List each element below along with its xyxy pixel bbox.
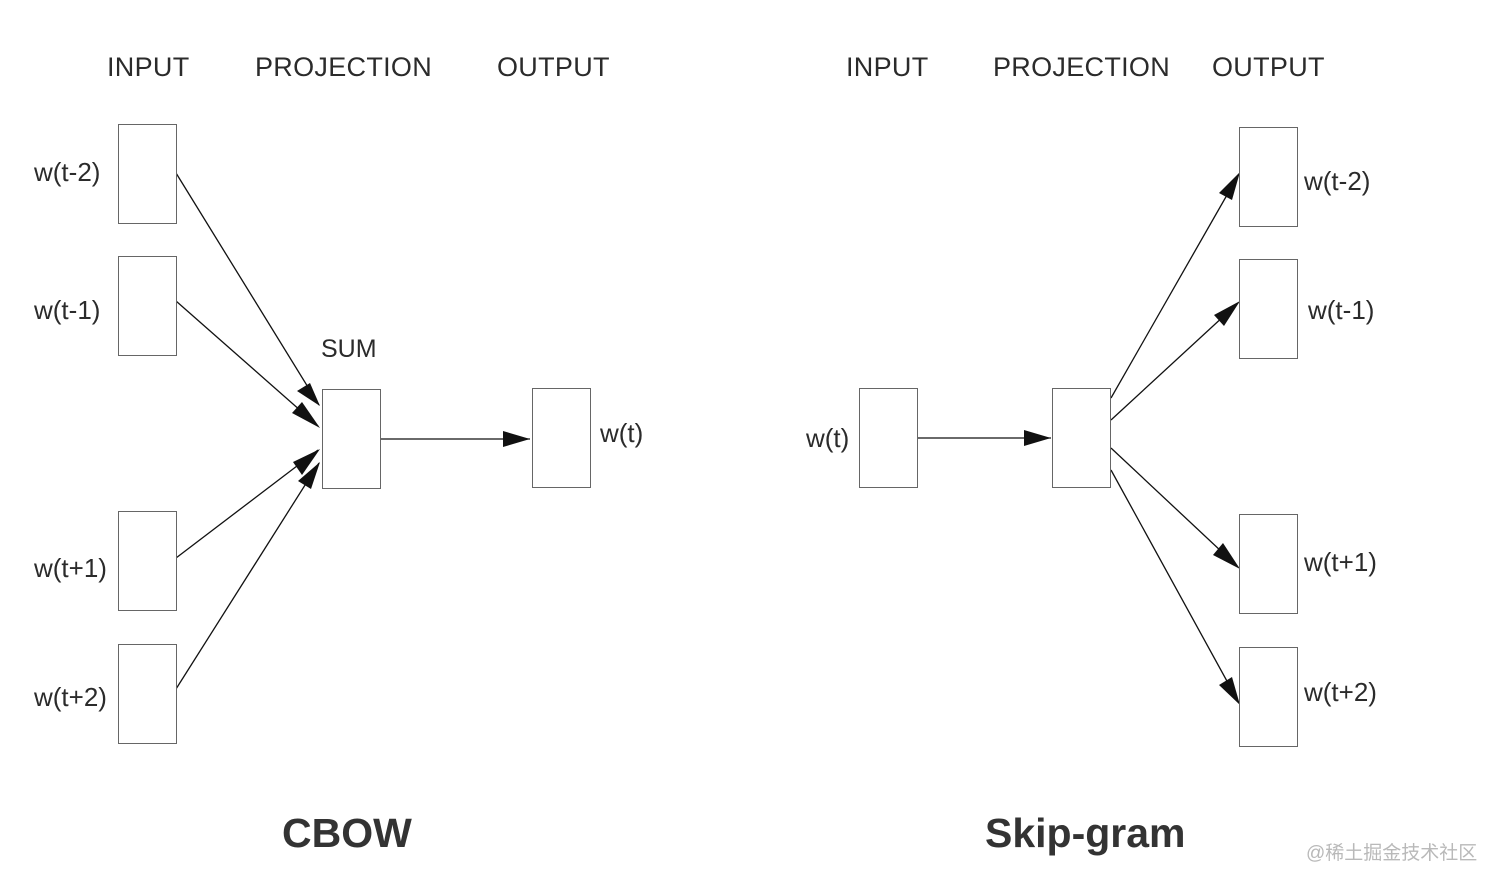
cbow-input-label-t-2: w(t-2) bbox=[34, 157, 101, 187]
skipgram-projection-box bbox=[1052, 388, 1111, 488]
skipgram-input-label: w(t) bbox=[806, 423, 850, 453]
skipgram-arrow-t+2 bbox=[1110, 469, 1240, 704]
cbow-arrowhead-t+1 bbox=[293, 449, 320, 475]
skipgram-output-box-t-1 bbox=[1239, 259, 1298, 359]
skipgram-output-box-t+1 bbox=[1239, 514, 1298, 614]
skipgram-projection-header: PROJECTION bbox=[993, 52, 1171, 82]
skipgram-output-box-t+2 bbox=[1239, 647, 1298, 747]
skipgram-arrowhead-t+2 bbox=[1219, 677, 1240, 705]
cbow-arrowhead-t-2 bbox=[297, 383, 320, 406]
cbow-input-label-t+1: w(t+1) bbox=[34, 553, 107, 583]
cbow-input-box-t+1 bbox=[118, 511, 177, 611]
cbow-output-box bbox=[532, 388, 591, 488]
cbow-input-label-t-1: w(t-1) bbox=[34, 295, 101, 325]
skipgram-arrowhead-t-2 bbox=[1219, 172, 1240, 200]
cbow-arrow-t+1 bbox=[175, 449, 319, 559]
cbow-arrow-t-2 bbox=[175, 172, 320, 406]
cbow-output-header: OUTPUT bbox=[497, 52, 610, 82]
cbow-arrowhead-t-1 bbox=[292, 402, 320, 428]
skipgram-output-header: OUTPUT bbox=[1212, 52, 1325, 82]
cbow-sum-label: SUM bbox=[321, 335, 377, 363]
cbow-input-header: INPUT bbox=[107, 52, 190, 82]
cbow-arrow-t-1 bbox=[175, 300, 319, 427]
skipgram-output-label-t-1: w(t-1) bbox=[1308, 295, 1375, 325]
skipgram-arrowhead-t-1 bbox=[1214, 301, 1240, 326]
skipgram-input-header: INPUT bbox=[846, 52, 929, 82]
cbow-input-box-t-2 bbox=[118, 124, 177, 224]
cbow-title: CBOW bbox=[282, 810, 412, 856]
skipgram-title: Skip-gram bbox=[985, 810, 1186, 856]
skipgram-output-box-t-2 bbox=[1239, 127, 1298, 227]
skipgram-arrow-t+1 bbox=[1110, 447, 1239, 568]
skipgram-output-label-t+2: w(t+2) bbox=[1304, 677, 1377, 707]
cbow-input-label-t+2: w(t+2) bbox=[34, 682, 107, 712]
cbow-projection-box bbox=[322, 389, 381, 489]
cbow-input-box-t-1 bbox=[118, 256, 177, 356]
cbow-arrow-t+2 bbox=[175, 462, 320, 690]
skipgram-output-label-t+1: w(t+1) bbox=[1304, 547, 1377, 577]
skipgram-arrow-t-2 bbox=[1110, 173, 1240, 399]
skipgram-arrowhead-input-projection bbox=[1024, 430, 1051, 446]
skipgram-arrowhead-t+1 bbox=[1213, 543, 1240, 569]
skipgram-output-label-t-2: w(t-2) bbox=[1304, 166, 1371, 196]
cbow-output-label: w(t) bbox=[600, 418, 644, 448]
cbow-projection-header: PROJECTION bbox=[255, 52, 433, 82]
skipgram-arrow-t-1 bbox=[1110, 302, 1239, 421]
cbow-arrowhead-projection-output bbox=[503, 431, 530, 447]
cbow-input-box-t+2 bbox=[118, 644, 177, 744]
skipgram-input-box bbox=[859, 388, 918, 488]
cbow-arrowhead-t+2 bbox=[298, 462, 320, 489]
watermark-text: @稀土掘金技术社区 bbox=[1306, 843, 1478, 864]
